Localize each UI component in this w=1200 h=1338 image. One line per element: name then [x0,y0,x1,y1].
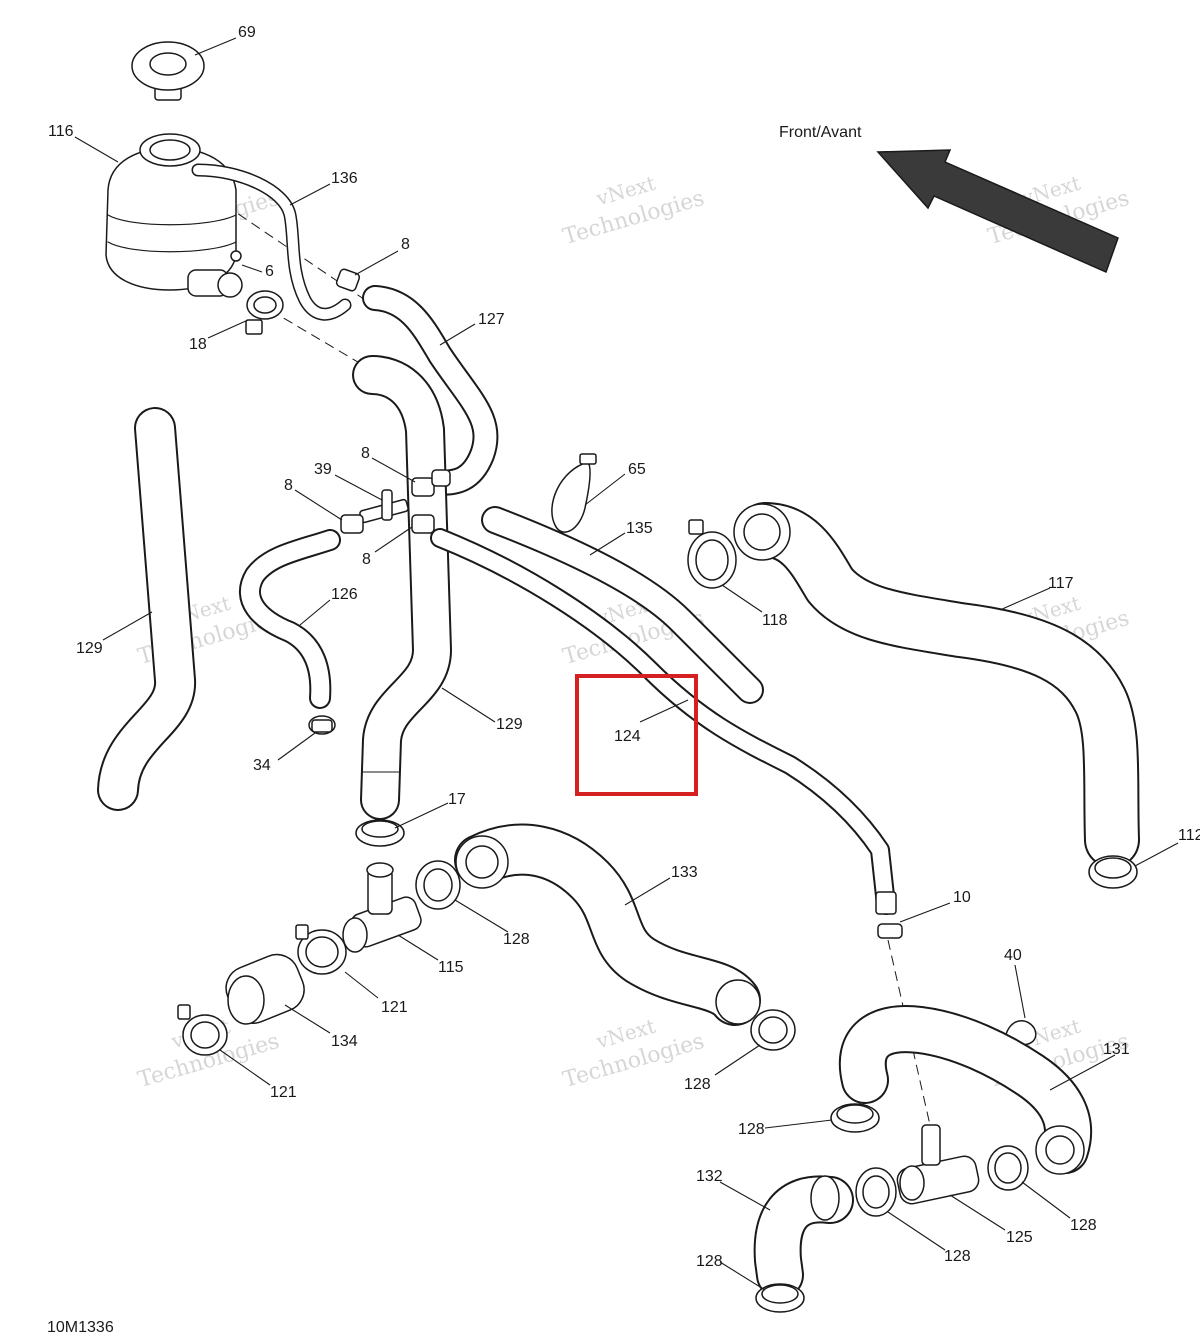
callout-6: 6 [265,263,274,280]
callout-121: 121 [270,1084,297,1101]
part-121-clamp [177,1004,228,1056]
callout-10: 10 [953,889,971,906]
direction-label: Front/Avant [779,124,862,141]
part-136-vent-hose [191,163,352,321]
callout-117: 117 [1048,575,1074,592]
assembly-lines [224,204,931,1126]
callout-126: 126 [331,586,358,603]
part-116-coolant-reservoir [105,133,243,298]
part-65-strap [551,453,597,533]
part-127-coolant-hose [362,285,499,496]
part-131-outlet-hose [838,1005,1093,1175]
part-129-main-hose-left [97,407,196,811]
callout-40: 40 [1004,947,1022,964]
part-128-clamp [830,1103,880,1133]
callout-8: 8 [361,445,370,462]
callout-129: 129 [496,716,523,733]
callout-128: 128 [684,1076,711,1093]
callout-128: 128 [1070,1217,1097,1234]
callout-136: 136 [331,170,358,187]
hose-end-inner [465,845,499,879]
part-115-tee-fitting [342,862,422,953]
part-118-clamp [687,519,737,589]
part-128-clamp [855,1167,897,1217]
callout-133: 133 [671,864,698,881]
callout-127: 127 [478,311,505,328]
part-6-screw [230,250,242,262]
callout-135: 135 [626,520,653,537]
callout-17: 17 [448,791,466,808]
callout-69: 69 [238,24,256,41]
callout-8: 8 [284,477,293,494]
direction-arrow-icon [876,149,1119,274]
callout-124: 124 [614,728,641,745]
callout-128: 128 [944,1248,971,1265]
assembly-line [269,309,369,369]
callout-8: 8 [401,236,410,253]
callout-131: 131 [1103,1041,1130,1058]
reservoir-seam [107,214,237,226]
part-135-overflow-hose [481,506,764,704]
hose-end [810,1175,840,1221]
callout-8: 8 [362,551,371,568]
reservoir-seam [107,241,237,253]
drawing-number: 10M1336 [47,1319,114,1336]
part-8-clamp [340,514,364,534]
part-112-clamp [1088,855,1138,889]
callout-116: 116 [48,123,74,140]
part-134-coupler [225,953,305,1025]
cap-top [149,52,187,76]
callout-128: 128 [696,1253,723,1270]
hose-end-fitting [875,891,897,915]
part-126-small-hose [239,529,341,709]
callout-121: 121 [381,999,408,1016]
part-10-clamp [877,923,903,939]
callout-112: 112 [1178,827,1200,844]
callout-125: 125 [1006,1229,1033,1246]
hose-end-inner [1045,1135,1075,1165]
part-8-clamp [335,268,361,292]
part-39-tee-fitting [359,489,409,524]
hose-end-inner [743,513,781,551]
watermark: vNext Technologies [560,171,707,250]
callout-39: 39 [314,461,332,478]
outlet-fitting [217,272,243,298]
callouts: 69 116 136 8 6 18 127 8 39 8 8 65 135 11… [48,24,1200,1270]
callout-128: 128 [503,931,530,948]
part-132-elbow-hose [753,1175,854,1299]
part-133-lower-hose [454,823,761,1026]
part-128-clamp [750,1009,796,1051]
part-124-bypass-hose [430,528,897,915]
leader-lines [74,37,1179,1291]
callout-134: 134 [331,1033,358,1050]
part-69-radiator-cap [131,41,205,101]
part-17-clamp [355,819,405,847]
callout-34: 34 [253,757,271,774]
part-121-clamp [295,924,347,975]
callout-115: 115 [438,959,464,976]
callout-118: 118 [762,612,788,629]
hose-end [715,979,761,1025]
part-117-radiator-hose [733,502,1140,868]
part-34-clamp [308,715,336,735]
callout-132: 132 [696,1168,723,1185]
callout-18: 18 [189,336,207,353]
reservoir-neck-inner [149,139,191,161]
part-129-main-hose-center [352,355,452,820]
part-128-clamp [755,1283,805,1313]
highlight-box-124 [575,674,698,796]
part-128-clamp [415,860,461,910]
callout-128: 128 [738,1121,765,1138]
part-128-clamp [987,1145,1029,1191]
part-18-clamp [245,290,284,335]
front-arrow: Front/Avant [779,124,1119,274]
callout-65: 65 [628,461,646,478]
callout-129: 129 [76,640,103,657]
part-8-clamp [411,469,451,534]
part-125-tee-fitting [896,1124,980,1205]
